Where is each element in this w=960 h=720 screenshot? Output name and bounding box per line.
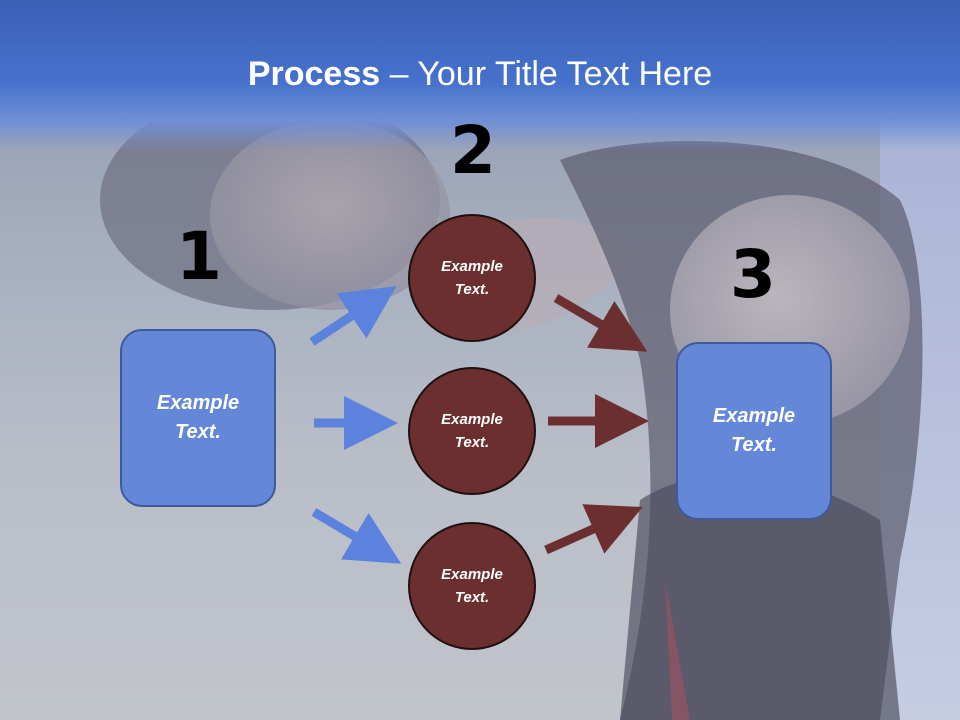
- step-number-2: 2: [450, 112, 496, 189]
- title-band: [0, 0, 960, 150]
- step-2-circle-middle-text: Example Text.: [441, 411, 503, 451]
- arrow-1-to-2c: [311, 508, 402, 564]
- arrow-1-to-2a: [309, 286, 397, 346]
- step-3-box: Example Text.: [676, 342, 832, 520]
- step-1-box-text: Example Text.: [156, 392, 240, 443]
- step-1-box: Example Text.: [120, 329, 276, 507]
- arrow-2a-to-3: [553, 294, 648, 352]
- step-2-circle-top-text: Example Text.: [441, 258, 503, 298]
- step-number-1: 1: [176, 218, 222, 295]
- step-2-circle-top: Example Text.: [408, 214, 536, 342]
- step-3-box-text: Example Text.: [712, 405, 796, 456]
- step-2-circle-bottom-text: Example Text.: [441, 566, 503, 606]
- arrow-2c-to-3: [544, 504, 643, 555]
- slide-title: Process – Your Title Text Here: [0, 52, 960, 96]
- title-bold: Process: [247, 55, 381, 93]
- title-rest: – Your Title Text Here: [380, 55, 713, 93]
- step-number-3: 3: [730, 236, 776, 313]
- step-2-circle-middle: Example Text.: [408, 367, 536, 495]
- step-2-circle-bottom: Example Text.: [408, 522, 536, 650]
